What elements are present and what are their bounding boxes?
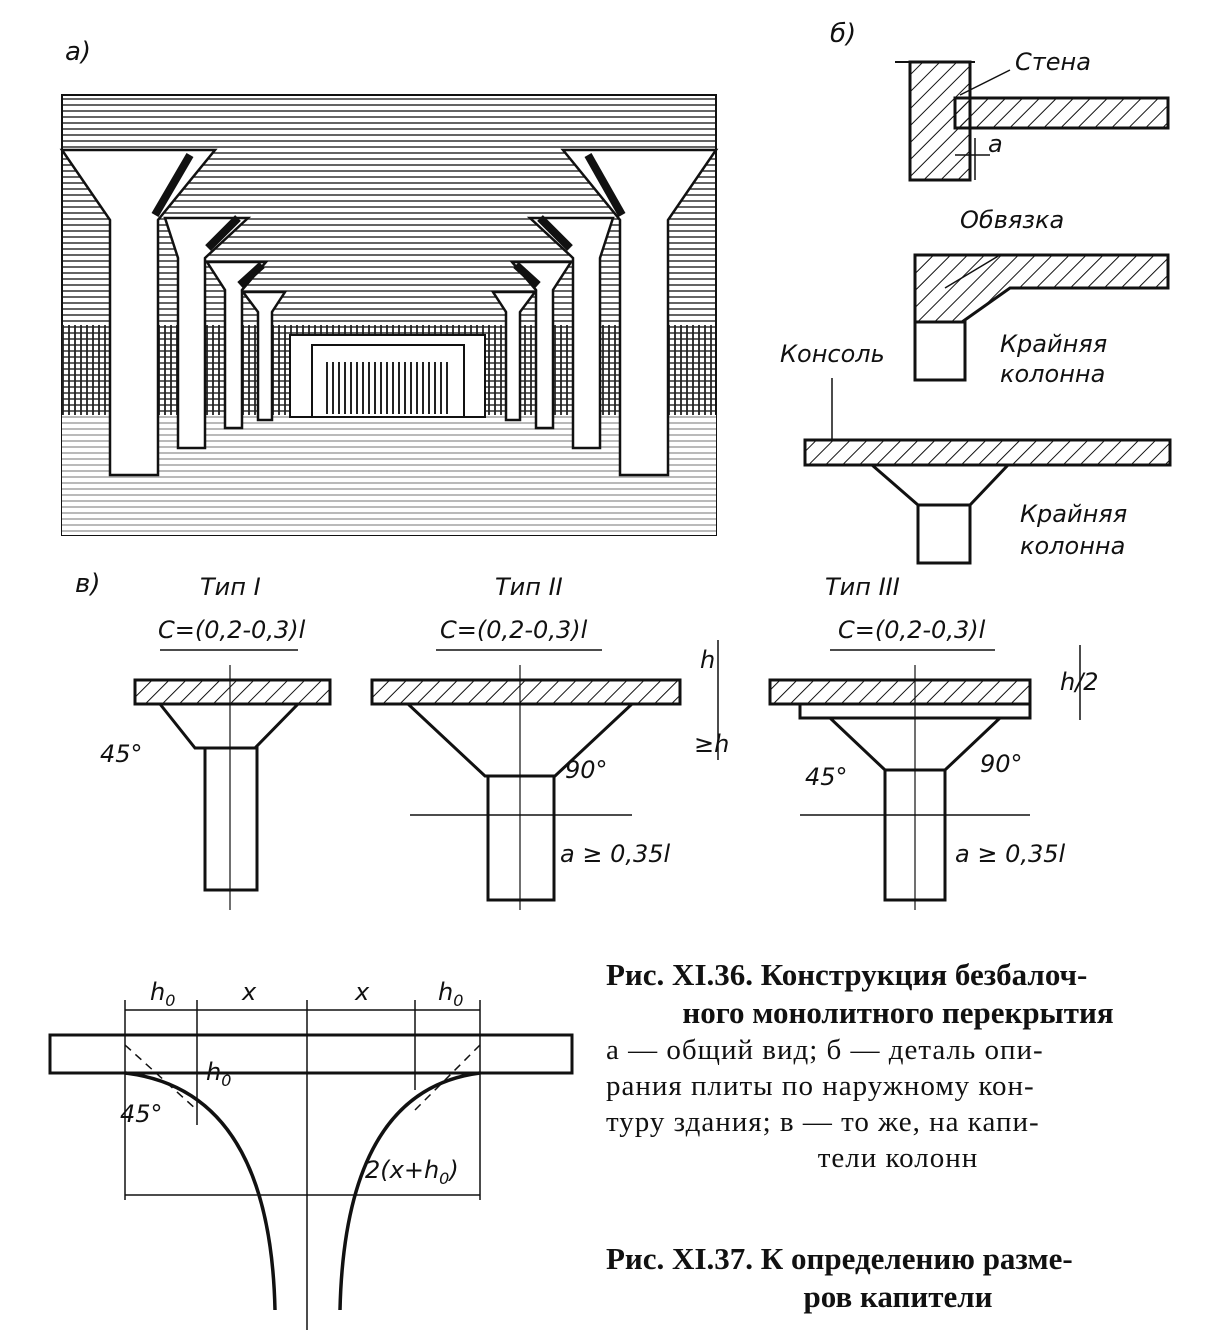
caption37-line1: Рис. XI.37. К определению разме- (606, 1241, 1073, 1276)
type2-title: Тип II (495, 573, 563, 601)
caption36-body-line4: тели колонн (817, 1142, 979, 1174)
fig37-x-right: x (354, 978, 370, 1006)
type2-capital (370, 640, 719, 910)
edge-column-label-2-line1: Крайняя (1020, 500, 1127, 528)
type3-capital (768, 645, 1081, 910)
band-beam-detail (913, 253, 1170, 382)
panel-label-a: а) (65, 37, 91, 67)
fig37-h0-mid: h0 (206, 1058, 231, 1090)
console-label: Консоль (780, 340, 885, 368)
type2-depth-label: ≥h (694, 730, 729, 758)
type2-height-label: h (700, 646, 715, 674)
caption-fig-36: Рис. XI.36. Конструкция безбалоч- ного м… (606, 956, 1190, 1176)
type3-title: Тип III (825, 573, 900, 601)
type2-angle: 90° (565, 756, 608, 784)
type3-angle-90: 90° (980, 750, 1023, 778)
edge-column-label-1-line2: колонна (1000, 360, 1105, 388)
fig37-x-left: x (241, 978, 257, 1006)
type2-width-label: С=(0,2-0,3)l (440, 616, 588, 644)
panel-label-v: в) (75, 569, 100, 599)
type3-half-label: h/2 (1060, 668, 1099, 696)
type1-title: Тип I (200, 573, 261, 601)
fig37-h0-right: h0 (438, 978, 463, 1010)
type3-width-label: С=(0,2-0,3)l (838, 616, 986, 644)
type1-width-label: С=(0,2-0,3)l (158, 616, 306, 644)
type3-angle-45: 45° (805, 763, 848, 791)
fig37-span: 2(x+h0) (365, 1156, 459, 1188)
edge-column-label-2-line2: колонна (1020, 532, 1125, 560)
panel-label-b: б) (830, 19, 856, 49)
caption36-body-line1: а — общий вид; б — деталь опи- (606, 1034, 1044, 1066)
caption36-body-line2: рания плиты по наружному кон- (606, 1070, 1035, 1102)
fig37-angle: 45° (120, 1100, 163, 1128)
type2-base-label: a ≥ 0,35l (560, 840, 671, 868)
dim-a-label: a (988, 130, 1003, 158)
band-label: Обвязка (960, 206, 1064, 234)
caption36-title-line1: Рис. XI.36. Конструкция безбалоч- (606, 957, 1088, 992)
type1-angle: 45° (100, 740, 143, 768)
console-detail (803, 378, 1172, 565)
wall-support-detail (895, 60, 1170, 182)
wall-label: Стена (1015, 48, 1091, 76)
caption36-body-line3: туру здания; в — то же, на капи- (606, 1106, 1040, 1138)
caption36-title-line2: ного монолитного перекрытия (682, 995, 1114, 1030)
type3-base-label: a ≥ 0,35l (955, 840, 1066, 868)
fig37-h0-left: h0 (150, 978, 175, 1010)
edge-column-label-1-line1: Крайняя (1000, 330, 1107, 358)
capital-geometry (48, 1000, 574, 1330)
caption-fig-37: Рис. XI.37. К определению разме- ров кап… (606, 1240, 1190, 1316)
type1-capital (133, 649, 332, 910)
caption37-line2: ров капители (803, 1279, 993, 1314)
perspective-view (59, 94, 719, 536)
